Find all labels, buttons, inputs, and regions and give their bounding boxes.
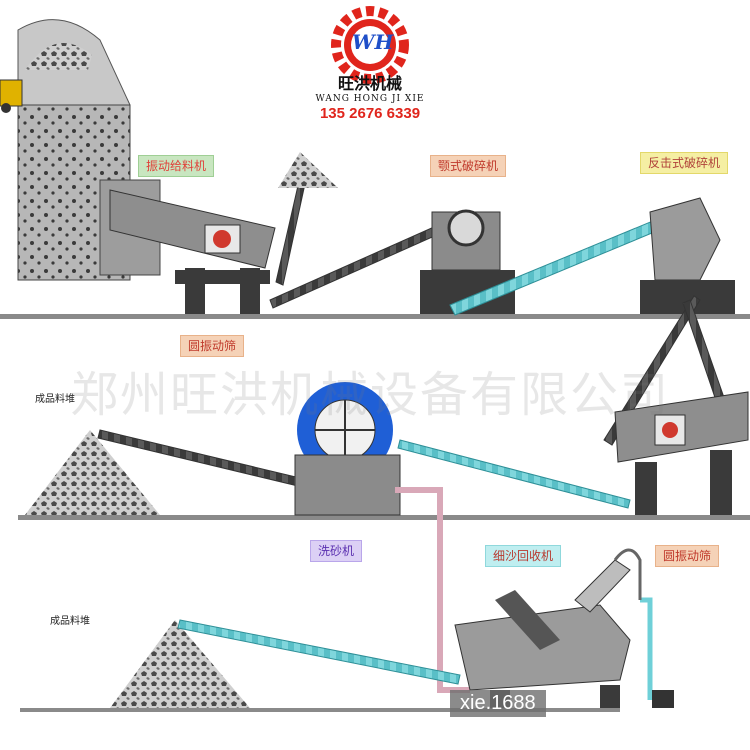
- sand-washer-tank: [294, 454, 401, 516]
- ground-line-top: [0, 314, 750, 319]
- label-impact-crusher: 反击式破碎机: [640, 152, 729, 174]
- site-watermark-tag: xie.1688: [450, 690, 546, 717]
- conveyor-to-product-pile-bottom: [177, 619, 461, 685]
- ground-line-mid: [18, 515, 750, 520]
- screen-motor: [662, 422, 678, 438]
- hydrocyclone: [574, 559, 631, 613]
- screen-motor-box: [654, 414, 686, 446]
- label-vibrating-screen-2: 圆振动筛: [655, 545, 720, 567]
- note-product-pile-mid: 成品料堆: [35, 394, 75, 405]
- brand-logo: WH: [300, 12, 440, 68]
- cyclone-feed-pipe: [613, 548, 642, 600]
- brand-name: 旺洪机械: [337, 74, 402, 93]
- feeder-base: [175, 270, 270, 284]
- ground-line-bottom: [20, 708, 620, 712]
- feeder-motor: [213, 230, 231, 248]
- return-conveyor: [603, 295, 701, 446]
- return-water-pipe: [640, 597, 653, 700]
- conveyor-to-sand-washer: [397, 439, 631, 509]
- product-pile-mid: [25, 430, 160, 515]
- screen-leg-left: [635, 462, 657, 515]
- loader-truck: [0, 79, 23, 107]
- dewatering-screen: [495, 590, 560, 650]
- raw-stone-pile: [25, 43, 92, 70]
- label-fine-sand-recycler: 细沙回收机: [485, 545, 562, 567]
- loader-wheel: [1, 103, 11, 113]
- company-watermark: 郑州旺洪机械设备有限公司: [70, 367, 671, 423]
- brand-block: WH 旺洪机械 WANG HONG JI XIE 135 2676 6339: [300, 12, 440, 122]
- screen-leg-right: [710, 450, 732, 515]
- slurry-pump: [652, 690, 674, 708]
- label-vibrating-feeder: 振动给料机: [138, 155, 215, 177]
- intermediate-stockpile: [278, 152, 338, 188]
- label-sand-washer: 洗砂机: [310, 540, 363, 562]
- brand-phone: 135 2676 6339: [319, 105, 421, 122]
- gear-logo-icon: [331, 6, 409, 84]
- label-vibrating-screen-1: 圆振动筛: [180, 335, 245, 357]
- brand-pinyin: WANG HONG JI XIE: [315, 94, 425, 104]
- brand-logo-text: WH: [352, 30, 394, 54]
- note-product-pile-bottom: 成品料堆: [50, 616, 90, 627]
- label-jaw-crusher: 颚式破碎机: [430, 155, 507, 177]
- jaw-crusher-flywheel: [447, 209, 485, 247]
- product-pile-bottom: [110, 620, 250, 708]
- impact-crusher-body: [649, 197, 721, 281]
- recycler-leg: [600, 685, 620, 708]
